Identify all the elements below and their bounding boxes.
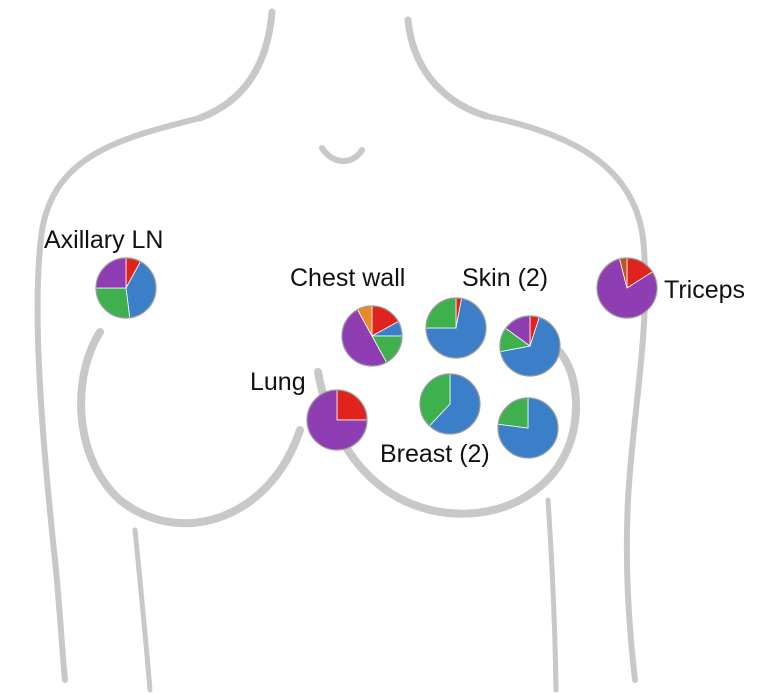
- pie-chest-wall-1: [342, 306, 402, 366]
- neck-right-line: [408, 20, 486, 116]
- label-breast: Breast (2): [380, 440, 490, 468]
- pie-slice-green: [96, 288, 130, 318]
- pie-triceps-4: [597, 258, 657, 318]
- right-shoulder-arm-line: [486, 116, 645, 680]
- pie-breast-2-6: [420, 374, 480, 434]
- label-skin: Skin (2): [462, 264, 548, 292]
- pie-axillary-ln-0: [96, 258, 156, 318]
- label-triceps: Triceps: [664, 276, 745, 304]
- label-axillary-ln: Axillary LN: [44, 226, 163, 254]
- pie-skin-2-2: [426, 298, 486, 358]
- label-chest-wall: Chest wall: [290, 264, 405, 292]
- pie-breast-2-7: [498, 398, 558, 458]
- left-lower-torso-line: [135, 530, 150, 690]
- right-lower-torso-line: [548, 500, 556, 690]
- left-breast-curve: [81, 332, 300, 523]
- left-shoulder-arm-line: [38, 118, 200, 680]
- pie-skin-2-3: [500, 316, 560, 376]
- label-lung: Lung: [250, 368, 306, 396]
- sternal-notch-mark: [322, 148, 362, 161]
- pie-lung-5: [307, 390, 367, 450]
- neck-left-line: [200, 12, 272, 118]
